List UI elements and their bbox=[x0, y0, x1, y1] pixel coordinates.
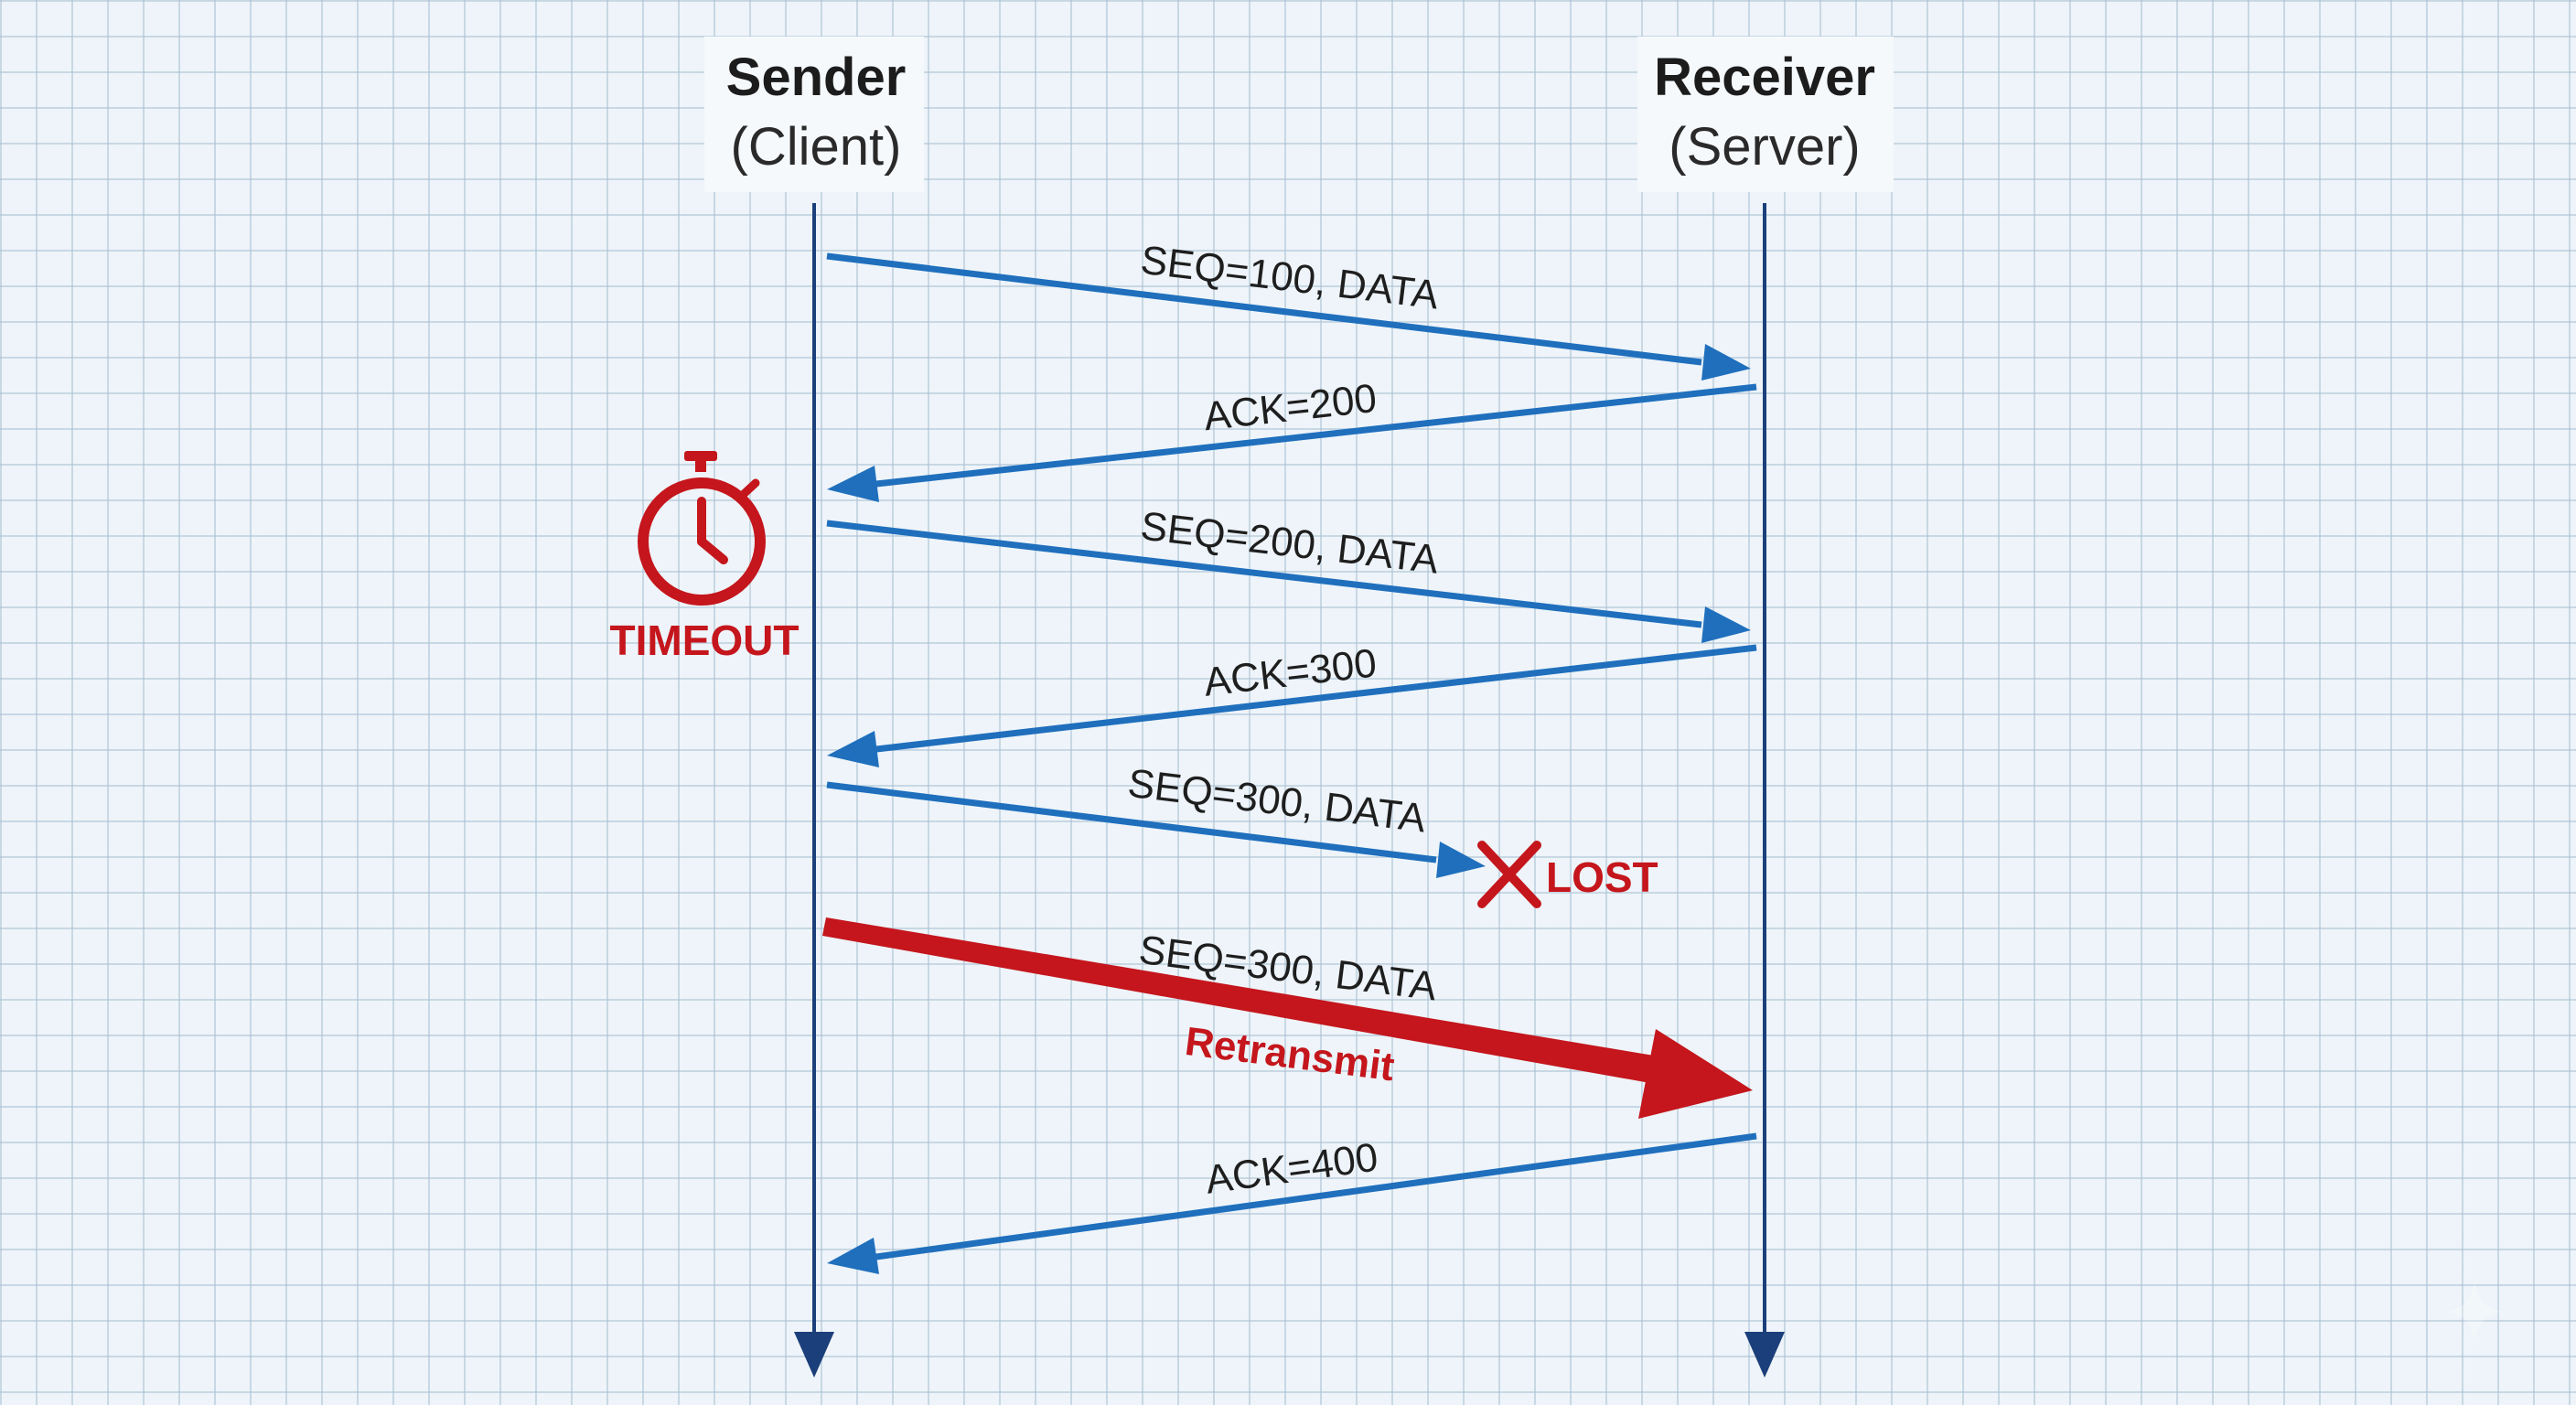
timeout-label: TIMEOUT bbox=[610, 617, 800, 664]
message-ack-200-line bbox=[875, 383, 1757, 488]
sender-role: (Client) bbox=[731, 117, 902, 177]
message-ack-200-arrowhead bbox=[827, 466, 879, 502]
receiver-lifeline-arrowhead bbox=[1744, 1332, 1785, 1378]
message-seq-300-lost: SEQ=300, DATA bbox=[826, 761, 1486, 878]
timeout-marker: TIMEOUT bbox=[610, 451, 800, 664]
message-seq-200-line bbox=[826, 520, 1702, 628]
message-seq-300-retransmit: SEQ=300, DATA Retransmit bbox=[822, 917, 1753, 1119]
sender-header: Sender (Client) bbox=[704, 37, 924, 192]
message-ack-300-line bbox=[875, 644, 1757, 753]
message-ack-300-arrowhead bbox=[827, 731, 879, 767]
lost-x-icon bbox=[1477, 841, 1541, 908]
retransmit-arrow-shaft bbox=[822, 917, 1665, 1085]
stopwatch-icon bbox=[638, 451, 766, 606]
receiver-header-background bbox=[1637, 37, 1894, 192]
message-seq-200: SEQ=200, DATA bbox=[826, 503, 1751, 643]
sender-header-background bbox=[704, 37, 924, 192]
sparkle-icon bbox=[2447, 1281, 2502, 1343]
message-ack-400-line bbox=[875, 1132, 1757, 1260]
sender-lifeline bbox=[794, 203, 834, 1378]
message-seq-300-lost-arrowhead bbox=[1436, 842, 1486, 878]
retransmit-arrowhead bbox=[1638, 1029, 1753, 1119]
receiver-header: Receiver (Server) bbox=[1637, 37, 1894, 192]
message-ack-300: ACK=300 bbox=[827, 640, 1757, 767]
message-seq-300-lost-line bbox=[826, 781, 1437, 863]
message-seq-100-label: SEQ=100, DATA bbox=[1138, 238, 1441, 318]
message-ack-200: ACK=200 bbox=[827, 376, 1757, 502]
message-seq-100-arrowhead bbox=[1701, 344, 1751, 381]
receiver-role: (Server) bbox=[1669, 117, 1860, 177]
lost-label: LOST bbox=[1546, 853, 1658, 901]
message-seq-200-arrowhead bbox=[1701, 606, 1751, 643]
message-ack-400: ACK=400 bbox=[827, 1132, 1757, 1274]
receiver-lifeline bbox=[1744, 203, 1785, 1378]
message-seq-100-line bbox=[826, 252, 1702, 366]
message-seq-200-label: SEQ=200, DATA bbox=[1138, 503, 1441, 582]
receiver-name: Receiver bbox=[1654, 48, 1875, 107]
sender-lifeline-arrowhead bbox=[794, 1332, 834, 1378]
lost-marker: LOST bbox=[1477, 841, 1658, 908]
message-ack-400-arrowhead bbox=[827, 1238, 879, 1274]
message-seq-100: SEQ=100, DATA bbox=[826, 238, 1751, 381]
sender-name: Sender bbox=[726, 48, 907, 107]
